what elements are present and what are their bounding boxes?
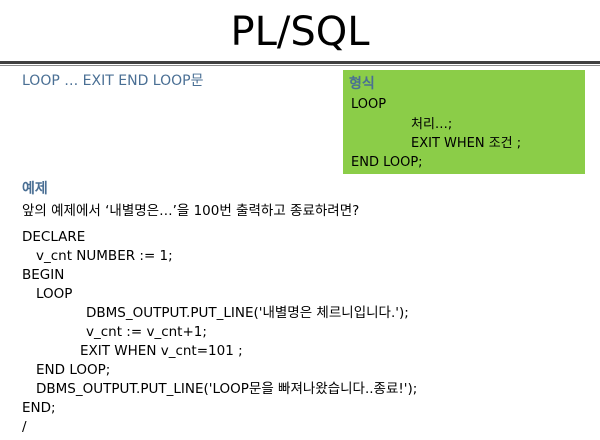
syntax-format-box: 형식 LOOP 처리…; EXIT WHEN 조건 ; END LOOP; [343, 70, 585, 174]
code-line: END LOOP; [36, 362, 111, 378]
format-line-exit-when: EXIT WHEN 조건 ; [411, 136, 522, 151]
slide-title: PL/SQL [230, 9, 370, 55]
code-line: v_cnt NUMBER := 1; [36, 248, 173, 264]
code-line: / [22, 419, 27, 435]
code-line: DECLARE [22, 229, 86, 245]
code-line: DBMS_OUTPUT.PUT_LINE('LOOP문을 빠져나왔습니다..종료… [36, 381, 418, 397]
title-divider-thin [0, 65, 600, 66]
format-line-end-loop: END LOOP; [351, 155, 423, 170]
format-line-process: 처리…; [411, 117, 453, 132]
code-line: DBMS_OUTPUT.PUT_LINE('내별명은 체르니입니다.'); [86, 305, 409, 321]
example-label: 예제 [22, 181, 48, 197]
code-line: END; [22, 400, 56, 416]
format-label: 형식 [349, 76, 375, 92]
section-subtitle: LOOP … EXIT END LOOP문 [22, 73, 204, 89]
code-line: BEGIN [22, 267, 65, 283]
code-line: v_cnt := v_cnt+1; [86, 324, 207, 340]
example-description: 앞의 예제에서 ‘내별명은…’을 100번 출력하고 종료하려면? [22, 203, 360, 219]
format-line-loop: LOOP [351, 97, 387, 112]
code-line: LOOP [36, 286, 73, 302]
title-divider [0, 61, 600, 64]
code-line: EXIT WHEN v_cnt=101 ; [80, 343, 243, 359]
